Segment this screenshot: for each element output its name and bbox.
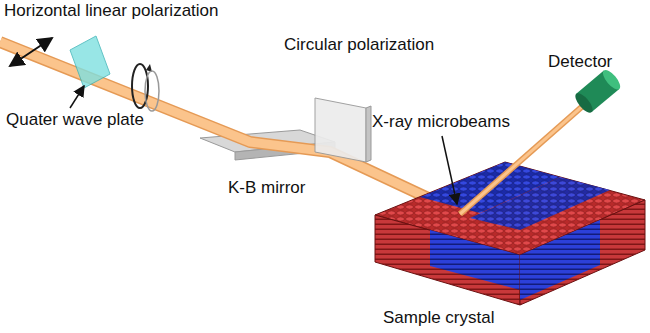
- polarization-label: Horizontal linear polarization: [4, 1, 219, 21]
- part-label: Detector: [548, 52, 612, 72]
- part-label: Quater wave plate: [6, 110, 144, 130]
- polarization-label: Circular polarization: [284, 35, 434, 55]
- beam-label: X-ray microbeams: [372, 112, 510, 132]
- part-label: Sample crystal: [383, 308, 494, 328]
- part-label: K-B mirror: [228, 178, 305, 198]
